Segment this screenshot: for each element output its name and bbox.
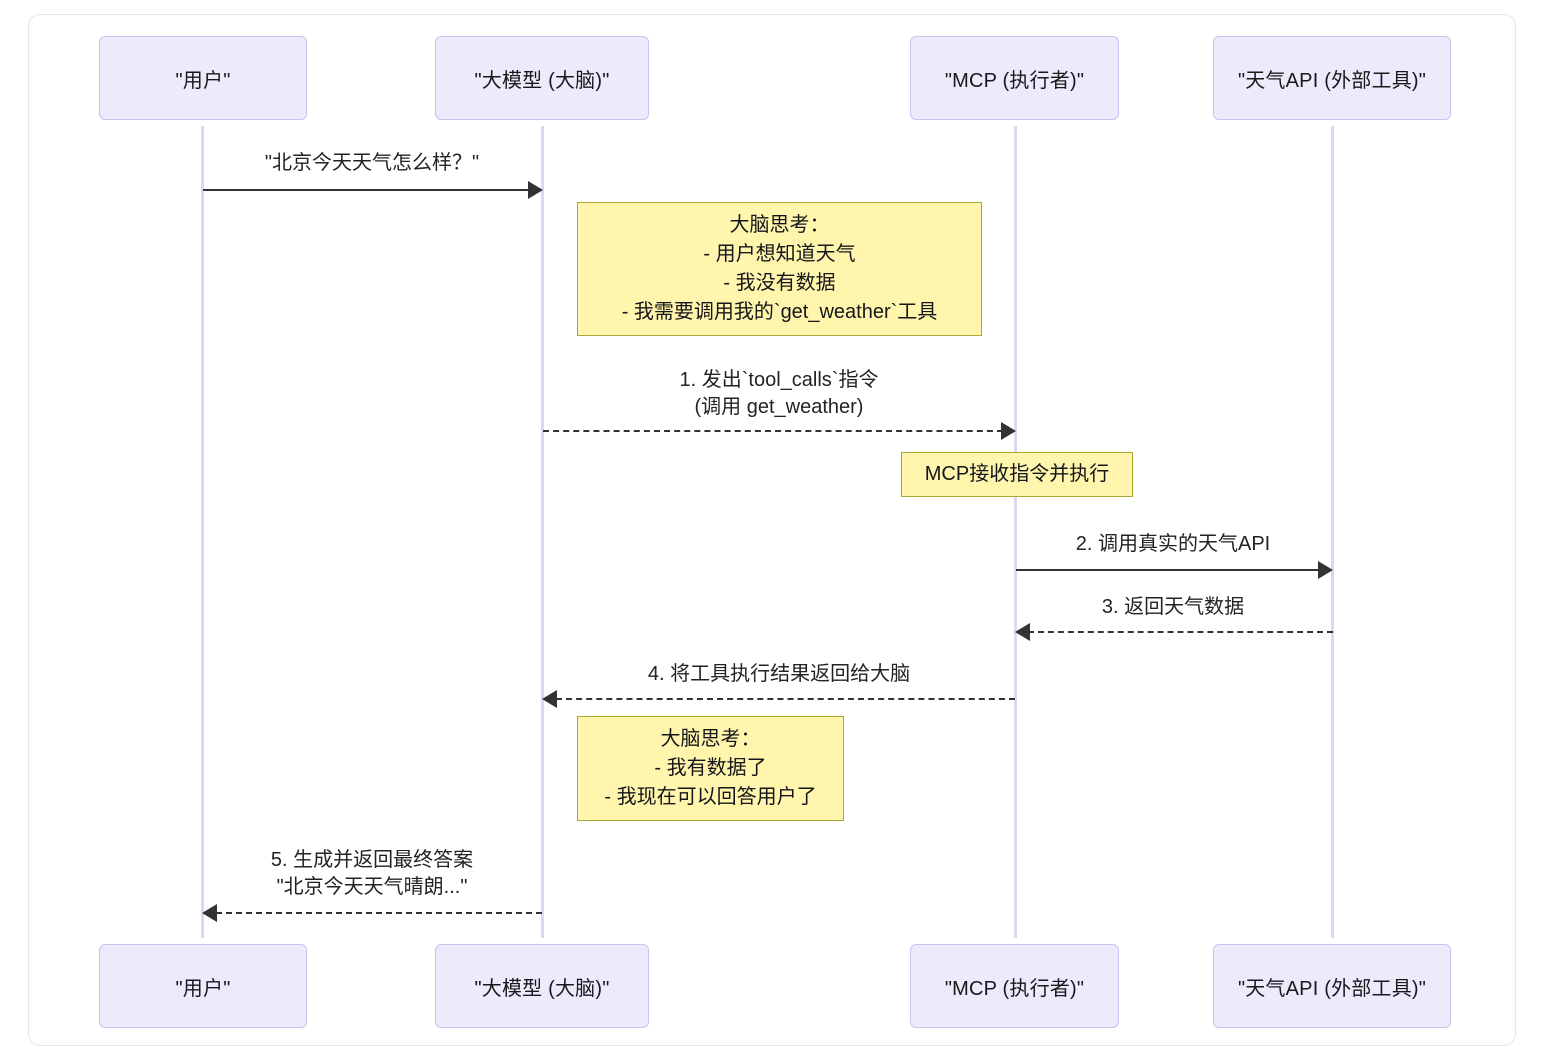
message-arrow-3 [1016,569,1320,571]
message-line-text: 5. 生成并返回最终答案 [270,849,474,871]
arrow-head-6 [202,904,217,922]
participant-top-api[interactable]: "天气API (外部工具)" [1213,36,1451,120]
arrow-head-5 [542,690,557,708]
note-line: - 用户想知道天气 [703,243,856,265]
message-arrow-6 [216,912,542,914]
message-label-6: 5. 生成并返回最终答案 "北京今天天气晴朗..." [271,847,473,901]
message-label-3: 2. 调用真实的天气API [1076,531,1270,558]
note-mcp-executing: MCP接收指令并执行 [901,452,1133,497]
message-line-text: "北京今天天气怎么样？" [264,152,480,174]
diagram-canvas [28,14,1516,1046]
message-arrow-1 [203,189,529,191]
participant-label: "大模型 (大脑)" [474,977,610,1000]
participant-top-mcp[interactable]: "MCP (执行者)" [910,36,1119,120]
message-arrow-4 [1028,631,1333,633]
note-line: - 我有数据了 [654,757,767,779]
participant-label: "天气API (外部工具)" [1237,69,1427,92]
participant-bottom-llm[interactable]: "大模型 (大脑)" [435,944,649,1028]
message-arrow-2 [543,430,1003,432]
participant-top-llm[interactable]: "大模型 (大脑)" [435,36,649,120]
lifeline-user [201,126,204,938]
lifeline-llm [541,126,544,938]
note-line: - 我需要调用我的`get_weather`工具 [621,301,938,323]
lifeline-api [1331,126,1334,938]
note-line: 大脑思考： [729,214,830,236]
participant-label: "用户" [175,977,231,1000]
note-line: - 我没有数据 [723,272,836,294]
arrow-head-1 [528,181,543,199]
participant-label: "MCP (执行者)" [944,977,1085,1000]
arrow-head-4 [1015,623,1030,641]
participant-label: "大模型 (大脑)" [474,69,610,92]
message-label-5: 4. 将工具执行结果返回给大脑 [648,661,910,688]
message-line-text: 4. 将工具执行结果返回给大脑 [647,663,911,685]
message-line-text: 3. 返回天气数据 [1101,596,1245,618]
note-line: MCP接收指令并执行 [924,463,1110,485]
note-brain-thinking-1: 大脑思考： - 用户想知道天气 - 我没有数据 - 我需要调用我的`get_we… [577,202,982,336]
participant-label: "天气API (外部工具)" [1237,977,1427,1000]
participant-bottom-api[interactable]: "天气API (外部工具)" [1213,944,1451,1028]
participant-top-user[interactable]: "用户" [99,36,307,120]
message-line-text: "北京今天天气晴朗..." [276,876,468,898]
note-line: - 我现在可以回答用户了 [604,786,817,808]
lifeline-mcp [1014,126,1017,938]
participant-label: "用户" [175,69,231,92]
participant-bottom-mcp[interactable]: "MCP (执行者)" [910,944,1119,1028]
message-line-text: 2. 调用真实的天气API [1075,533,1271,555]
message-label-4: 3. 返回天气数据 [1102,594,1244,621]
message-label-1: "北京今天天气怎么样？" [265,150,479,177]
message-label-2: 1. 发出`tool_calls`指令 (调用 get_weather) [680,367,879,421]
participant-label: "MCP (执行者)" [944,69,1085,92]
participant-bottom-user[interactable]: "用户" [99,944,307,1028]
arrow-head-2 [1001,422,1016,440]
note-line: 大脑思考： [660,728,761,750]
arrow-head-3 [1318,561,1333,579]
message-line-text: (调用 get_weather) [694,396,864,418]
message-arrow-5 [556,698,1015,700]
note-brain-thinking-2: 大脑思考： - 我有数据了 - 我现在可以回答用户了 [577,716,844,821]
message-line-text: 1. 发出`tool_calls`指令 [679,369,879,391]
